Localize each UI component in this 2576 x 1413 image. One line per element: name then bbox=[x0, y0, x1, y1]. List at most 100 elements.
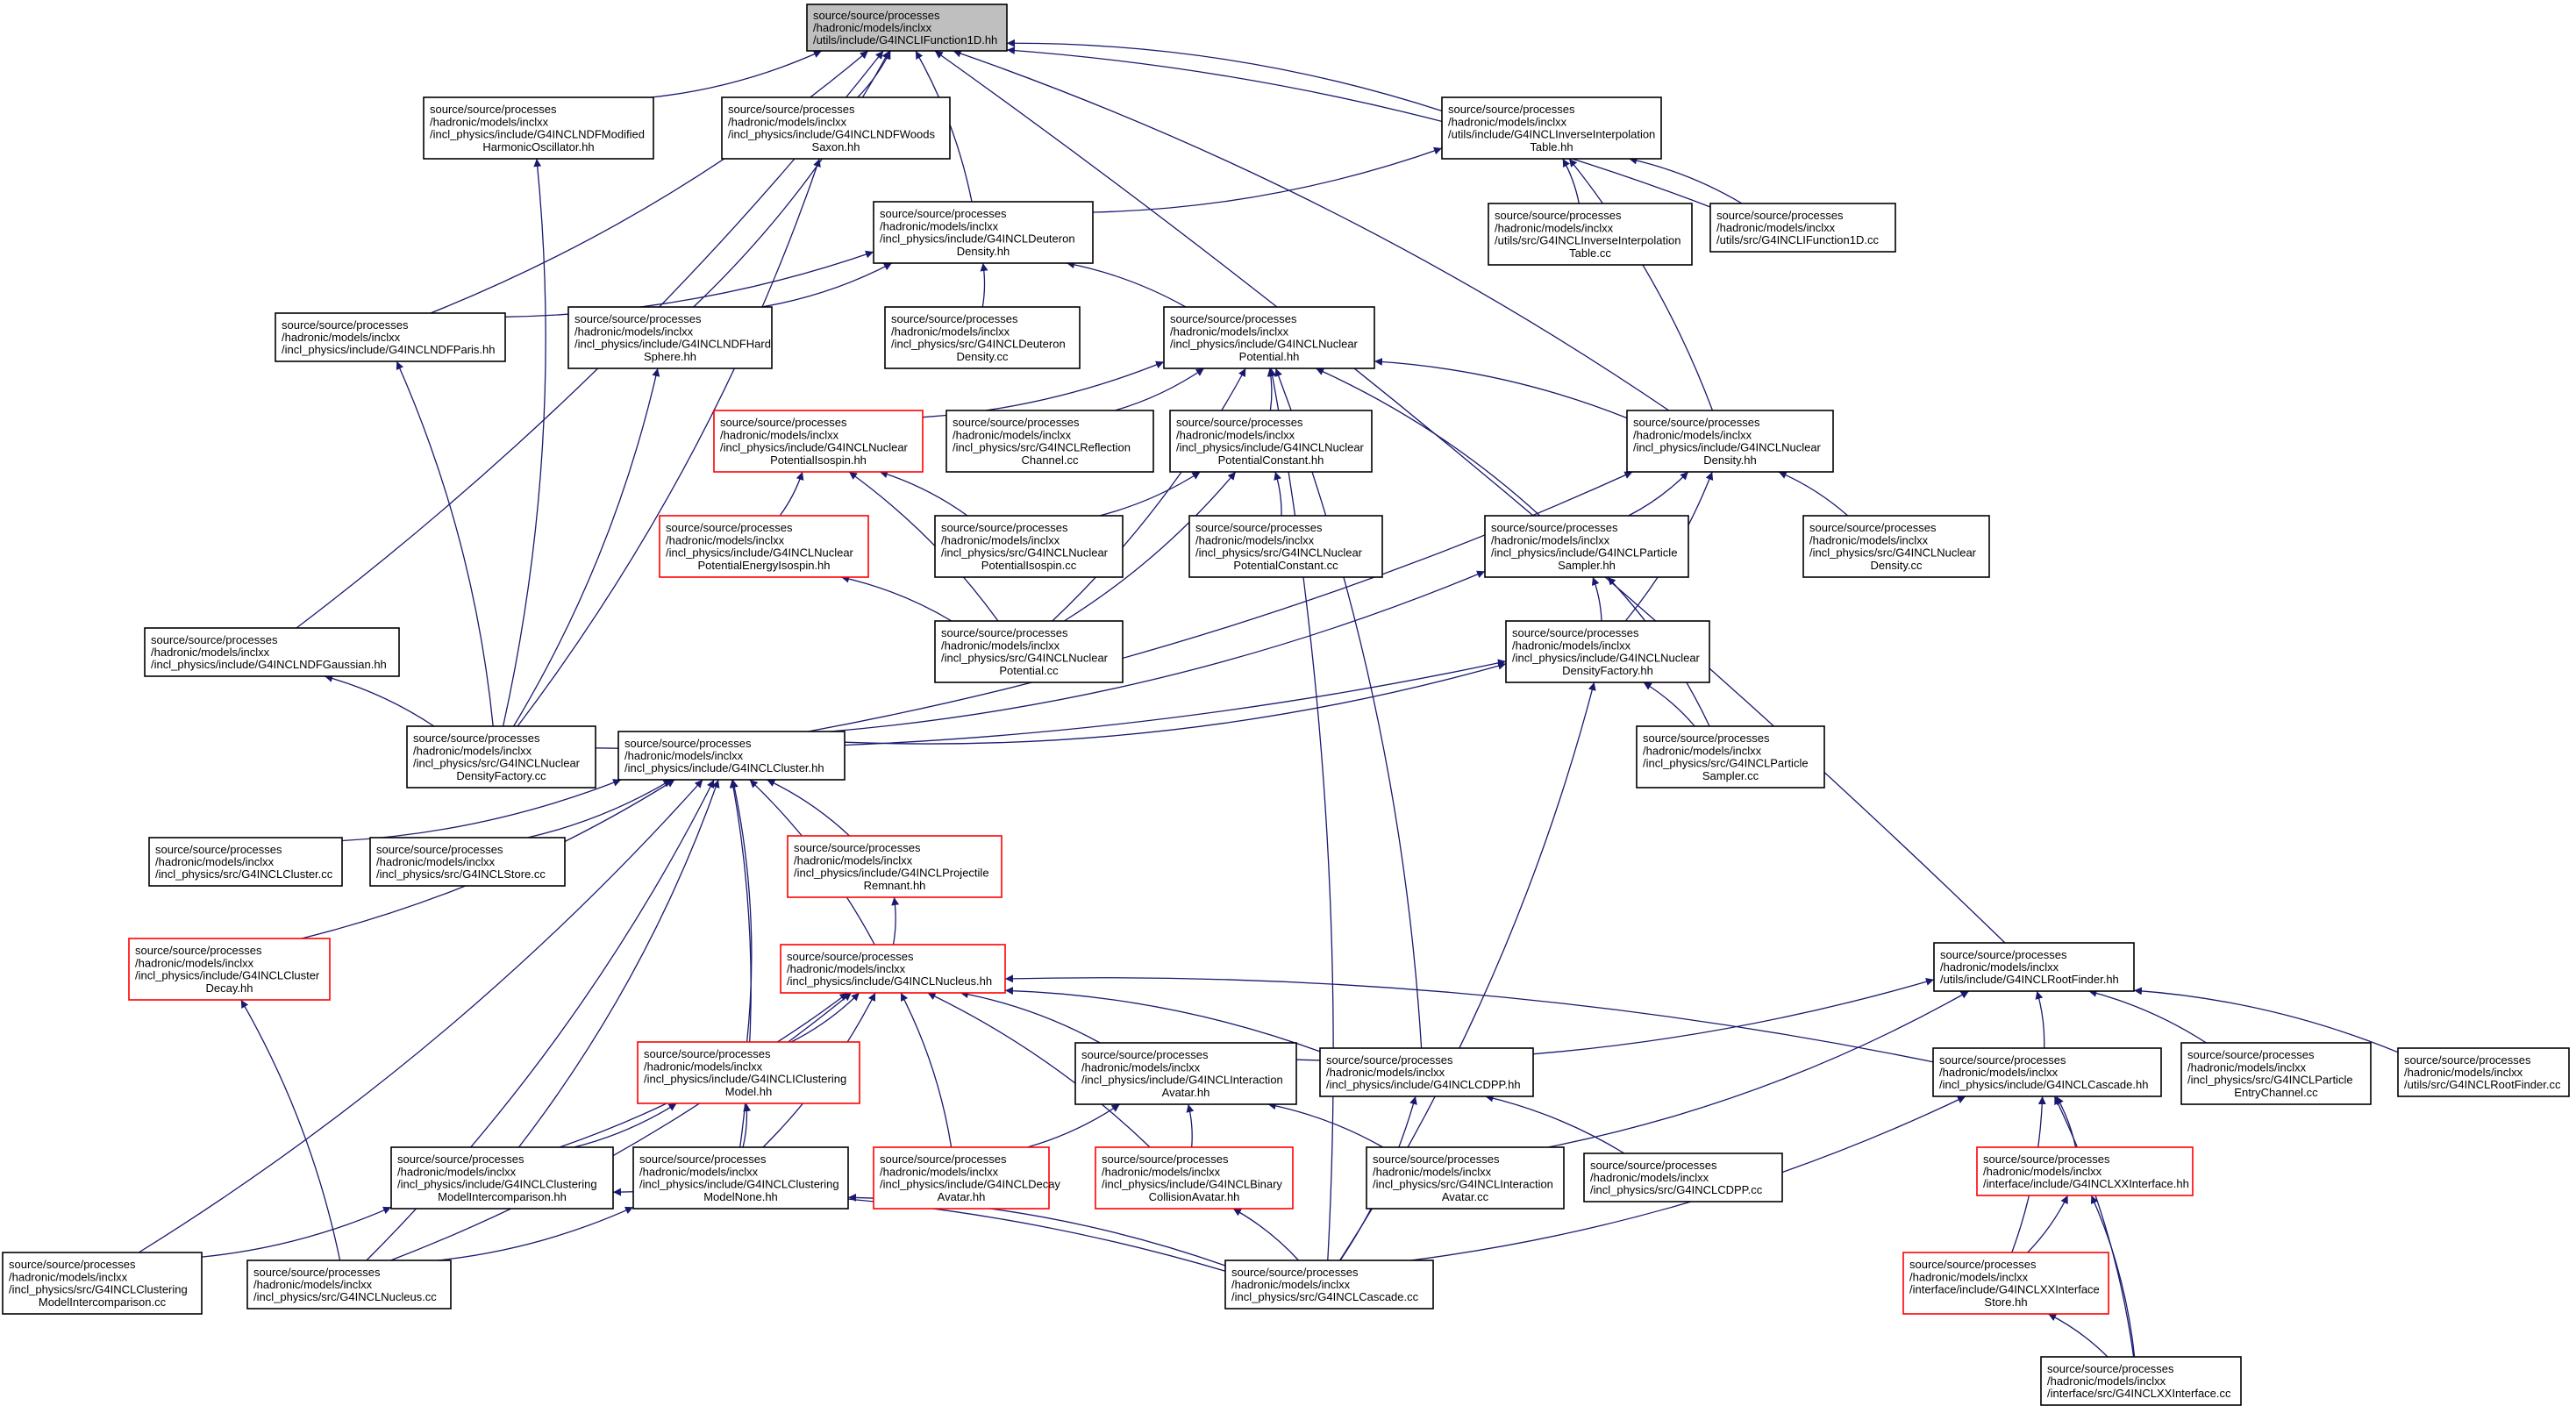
file-node-nucdens-cc[interactable]: source/source/processes/hadronic/models/… bbox=[1802, 515, 1990, 578]
file-node-nucleus-hh[interactable]: source/source/processes/hadronic/models/… bbox=[780, 944, 1006, 994]
node-box bbox=[1224, 1260, 1434, 1310]
node-label-line: /interface/include/G4INCLXXInterface bbox=[1909, 1283, 2100, 1296]
node-label-line: Potential.cc bbox=[999, 664, 1059, 677]
file-node-cascade-cc[interactable]: source/source/processes/hadronic/models/… bbox=[1224, 1260, 1434, 1310]
file-node-potiso-hh[interactable]: source/source/processes/hadronic/models/… bbox=[713, 410, 924, 473]
file-node-cluster-hh[interactable]: source/source/processes/hadronic/models/… bbox=[617, 731, 846, 781]
node-label-line: source/source/processes bbox=[430, 103, 557, 116]
file-node-nucdens-hh[interactable]: source/source/processes/hadronic/models/… bbox=[1626, 410, 1834, 473]
file-node-reflection-cc[interactable]: source/source/processes/hadronic/models/… bbox=[945, 410, 1154, 473]
node-label-line: /hadronic/models/inclxx bbox=[1195, 533, 1315, 546]
file-node-store-cc[interactable]: source/source/processes/hadronic/models/… bbox=[369, 837, 566, 887]
file-nodes: source/source/processes/hadronic/models/… bbox=[2, 4, 2570, 1406]
node-label-line: PotentialIsospin.cc bbox=[981, 559, 1077, 572]
node-box bbox=[1188, 515, 1383, 578]
file-node-decayavatar-hh[interactable]: source/source/processes/hadronic/models/… bbox=[873, 1146, 1060, 1210]
file-node-psampler-hh[interactable]: source/source/processes/hadronic/models/… bbox=[1484, 515, 1689, 578]
file-node-interavatar-cc[interactable]: source/source/processes/hadronic/models/… bbox=[1366, 1146, 1565, 1210]
node-label-line: /hadronic/models/inclxx bbox=[953, 428, 1072, 441]
file-node-deuteron-cc[interactable]: source/source/processes/hadronic/models/… bbox=[884, 306, 1081, 369]
node-label-line: /incl_physics/include/G4INCLBinary bbox=[1102, 1178, 1282, 1191]
file-node-nucpot-cc[interactable]: source/source/processes/hadronic/models/… bbox=[934, 620, 1124, 683]
edge-cascade-cc-includes-binavatar-hh bbox=[1232, 1208, 1300, 1261]
file-node-potconst-hh[interactable]: source/source/processes/hadronic/models/… bbox=[1169, 410, 1373, 473]
edge-xxstore-hh-includes-xxinter-hh bbox=[2027, 1195, 2069, 1253]
node-label-line: source/source/processes bbox=[1809, 521, 1937, 534]
edge-invinterp-hh-includes-root bbox=[1006, 39, 1443, 112]
file-node-pentry-cc[interactable]: source/source/processes/hadronic/models/… bbox=[2180, 1042, 2372, 1105]
file-node-poteniso-hh[interactable]: source/source/processes/hadronic/models/… bbox=[659, 515, 869, 578]
edge-clustinter-cc-includes-clustinter-hh bbox=[201, 1206, 392, 1258]
edge-nucdens-hh-includes-root bbox=[953, 49, 1670, 411]
edge-hardsphere-includes-root bbox=[693, 50, 890, 308]
edge-cdpp-hh-includes-nucleus-hh bbox=[1004, 987, 1321, 1053]
node-label-line: Density.hh bbox=[957, 245, 1010, 258]
file-node-gaussian[interactable]: source/source/processes/hadronic/models/… bbox=[144, 627, 400, 677]
node-label-line: /hadronic/models/inclxx bbox=[1940, 960, 2059, 974]
file-node-binavatar-hh[interactable]: source/source/processes/hadronic/models/… bbox=[1095, 1146, 1294, 1210]
edge-nucpot-hh-includes-deuteron-hh bbox=[1066, 260, 1187, 308]
edge-nucleus-cc-includes-clustnone-hh bbox=[438, 1206, 634, 1261]
node-label-line: /incl_physics/include/G4INCLCascade.hh bbox=[1939, 1078, 2148, 1091]
node-label-line: source/source/processes bbox=[1231, 1266, 1359, 1279]
node-label-line: /hadronic/models/inclxx bbox=[155, 855, 275, 868]
edge-xxinter-cc-includes-xxstore-hh bbox=[2048, 1313, 2109, 1358]
file-node-clustnone-hh[interactable]: source/source/processes/hadronic/models/… bbox=[632, 1146, 849, 1210]
file-node-clustinter-cc[interactable]: source/source/processes/hadronic/models/… bbox=[2, 1252, 203, 1315]
file-node-interavatar-hh[interactable]: source/source/processes/hadronic/models/… bbox=[1074, 1042, 1297, 1105]
node-label-line: /utils/include/G4INCLIFunction1D.hh bbox=[813, 33, 997, 46]
node-label-line: Sphere.hh bbox=[644, 350, 696, 363]
edge-modho-includes-root bbox=[651, 50, 823, 98]
file-node-densfact-hh[interactable]: source/source/processes/hadronic/models/… bbox=[1505, 620, 1710, 683]
file-node-invinterp-hh[interactable]: source/source/processes/hadronic/models/… bbox=[1441, 96, 1662, 160]
node-label-line: /hadronic/models/inclxx bbox=[666, 533, 785, 546]
file-node-clustinter-hh[interactable]: source/source/processes/hadronic/models/… bbox=[390, 1146, 614, 1210]
file-node-xxstore-hh[interactable]: source/source/processes/hadronic/models/… bbox=[1902, 1252, 2109, 1315]
file-node-rootfinder-hh[interactable]: source/source/processes/hadronic/models/… bbox=[1933, 942, 2135, 992]
file-node-clusterdecay-hh[interactable]: source/source/processes/hadronic/models/… bbox=[128, 938, 331, 1001]
node-label-line: CollisionAvatar.hh bbox=[1149, 1190, 1240, 1203]
file-node-paris[interactable]: source/source/processes/hadronic/models/… bbox=[275, 312, 506, 362]
node-label-line: source/source/processes bbox=[1939, 1053, 2066, 1067]
node-label-line: source/source/processes bbox=[1195, 521, 1323, 534]
file-node-potiso-cc[interactable]: source/source/processes/hadronic/models/… bbox=[934, 515, 1124, 578]
file-node-nucleus-cc[interactable]: source/source/processes/hadronic/models/… bbox=[246, 1260, 452, 1310]
file-node-cascade-hh[interactable]: source/source/processes/hadronic/models/… bbox=[1932, 1047, 2162, 1097]
node-box bbox=[1583, 1153, 1783, 1202]
file-node-xxinter-cc[interactable]: source/source/processes/hadronic/models/… bbox=[2040, 1356, 2242, 1406]
file-node-cdpp-cc[interactable]: source/source/processes/hadronic/models/… bbox=[1583, 1153, 1783, 1202]
file-node-ifunc-cc[interactable]: source/source/processes/hadronic/models/… bbox=[1709, 203, 1896, 253]
node-label-line: /hadronic/models/inclxx bbox=[1176, 428, 1295, 441]
file-node-potconst-cc[interactable]: source/source/processes/hadronic/models/… bbox=[1188, 515, 1383, 578]
node-label-line: source/source/processes bbox=[813, 9, 940, 22]
node-label-line: /hadronic/models/inclxx bbox=[720, 428, 839, 441]
file-node-woods[interactable]: source/source/processes/hadronic/models/… bbox=[721, 96, 951, 160]
edge-psampler-cc-includes-densfact-hh bbox=[1643, 682, 1695, 727]
node-box bbox=[1626, 410, 1834, 473]
file-node-rootfinder-cc[interactable]: source/source/processes/hadronic/models/… bbox=[2397, 1047, 2570, 1097]
node-label-line: /hadronic/models/inclxx bbox=[9, 1270, 128, 1283]
file-node-modho[interactable]: source/source/processes/hadronic/models/… bbox=[423, 96, 654, 160]
node-label-line: source/source/processes bbox=[1081, 1048, 1209, 1061]
node-label-line: /incl_physics/include/G4INCLNDFParis.hh bbox=[282, 343, 495, 356]
file-node-root[interactable]: source/source/processes/hadronic/models/… bbox=[806, 4, 1008, 52]
file-node-psampler-cc[interactable]: source/source/processes/hadronic/models/… bbox=[1636, 725, 1825, 789]
file-node-deuteron-hh[interactable]: source/source/processes/hadronic/models/… bbox=[873, 201, 1094, 264]
file-node-cluster-cc[interactable]: source/source/processes/hadronic/models/… bbox=[148, 837, 343, 887]
node-box bbox=[713, 410, 924, 473]
node-label-line: source/source/processes bbox=[953, 416, 1080, 429]
node-box bbox=[406, 725, 596, 789]
edge-clustinter-cc-includes-cluster-hh bbox=[138, 779, 703, 1253]
file-node-hardsphere[interactable]: source/source/processes/hadronic/models/… bbox=[567, 306, 773, 369]
file-node-densfact-cc[interactable]: source/source/processes/hadronic/models/… bbox=[406, 725, 596, 789]
file-node-iclust-hh[interactable]: source/source/processes/hadronic/models/… bbox=[637, 1041, 860, 1104]
file-node-xxinter-hh[interactable]: source/source/processes/hadronic/models/… bbox=[1976, 1146, 2194, 1196]
file-node-nucpot-hh[interactable]: source/source/processes/hadronic/models/… bbox=[1163, 306, 1375, 369]
node-label-line: /incl_physics/src/G4INCLCascade.cc bbox=[1231, 1290, 1419, 1303]
node-box bbox=[1169, 410, 1373, 473]
file-node-invinterp-cc[interactable]: source/source/processes/hadronic/models/… bbox=[1488, 203, 1693, 266]
node-label-line: /incl_physics/src/G4INCLDeuteron bbox=[891, 338, 1066, 351]
file-node-projrem-hh[interactable]: source/source/processes/hadronic/models/… bbox=[787, 835, 1003, 898]
node-label-line: /hadronic/models/inclxx bbox=[794, 853, 913, 867]
file-node-cdpp-hh[interactable]: source/source/processes/hadronic/models/… bbox=[1319, 1047, 1534, 1097]
